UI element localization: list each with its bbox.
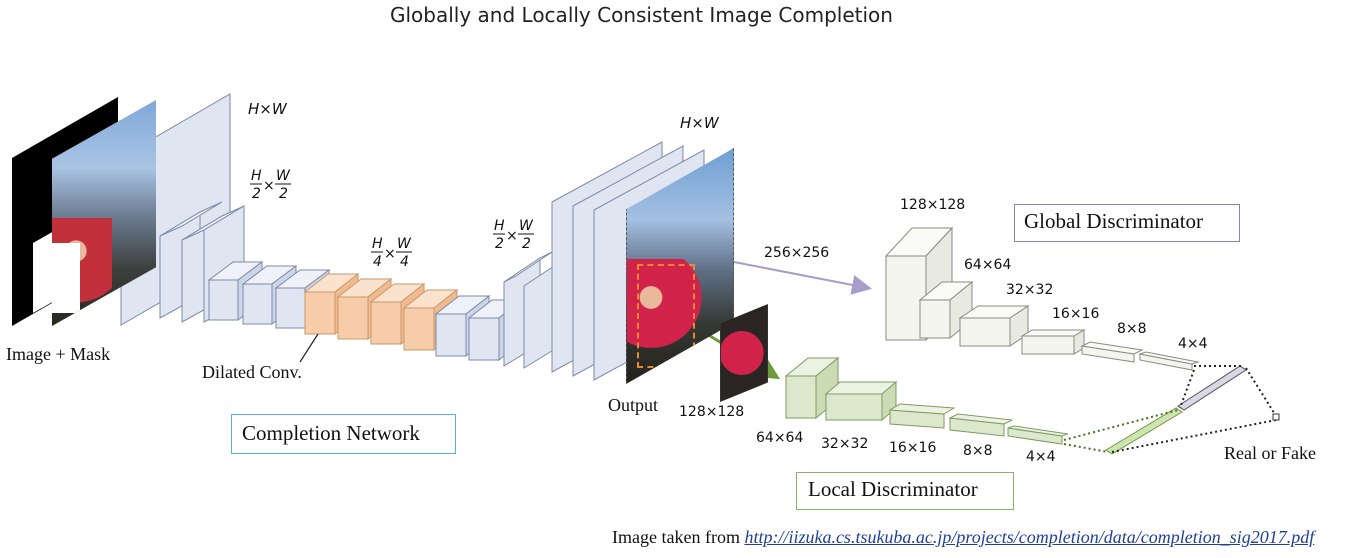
local-fc-bar	[1105, 407, 1183, 455]
global-layer-size-4: 16×16	[1052, 306, 1099, 322]
svg-text:W: W	[397, 236, 412, 252]
global-discriminator-layers	[884, 226, 1200, 371]
local-layer-size-4: 8×8	[963, 443, 993, 459]
local-crop-photo	[720, 304, 768, 402]
credit-link[interactable]: http://iizuka.cs.tsukuba.ac.jp/projects/…	[744, 527, 1315, 547]
local-layer-size-5: 4×4	[1026, 449, 1056, 465]
dilated-conv-blocks	[303, 272, 459, 352]
svg-text:4: 4	[400, 254, 409, 270]
decoder-half-blocks	[503, 251, 561, 369]
global-discriminator-box	[1014, 204, 1240, 242]
local-input-size: 128×128	[679, 404, 744, 420]
global-layer-size-5: 8×8	[1117, 321, 1147, 337]
svg-text:H: H	[494, 218, 505, 234]
size-quarter: H 4 × W 4	[371, 236, 412, 270]
global-arrow	[733, 261, 872, 295]
svg-text:2: 2	[495, 236, 504, 252]
output-label: Output	[608, 395, 659, 415]
svg-text:×: ×	[506, 228, 518, 244]
size-half-decoder: H 2 × W 2	[493, 218, 534, 252]
completion-network-label: Completion Network	[242, 421, 420, 445]
svg-text:2: 2	[252, 186, 261, 202]
dilated-conv-label: Dilated Conv.	[202, 362, 302, 382]
real-or-fake-label: Real or Fake	[1224, 443, 1316, 463]
size-full-input: H×W	[248, 100, 288, 118]
local-discriminator-label: Local Discriminator	[808, 477, 978, 501]
svg-text:×: ×	[263, 178, 275, 194]
svg-text:4: 4	[373, 254, 382, 270]
svg-text:H: H	[372, 236, 383, 252]
svg-text:2: 2	[522, 236, 531, 252]
svg-text:×: ×	[384, 246, 396, 262]
image-credit: Image taken from http://iizuka.cs.tsukub…	[612, 527, 1314, 548]
diagram-title: Globally and Locally Consistent Image Co…	[390, 3, 893, 27]
global-layer-size-6: 4×4	[1178, 336, 1208, 352]
output-node	[1272, 413, 1280, 421]
size-half-input: H 2 × W 2	[250, 168, 291, 202]
local-discriminator-layers	[784, 356, 1069, 445]
input-label: Image + Mask	[6, 344, 111, 364]
svg-text:H: H	[251, 168, 262, 184]
completion-network-box	[231, 414, 456, 454]
global-fc-bar	[1177, 365, 1247, 411]
local-discriminator-box	[796, 472, 1014, 510]
global-input-size: 256×256	[764, 245, 829, 261]
size-full-output: H×W	[680, 114, 720, 132]
local-layer-size-1: 64×64	[756, 430, 803, 446]
global-layer-size-2: 64×64	[964, 257, 1011, 273]
dotted-connectors	[1063, 365, 1277, 453]
local-layer-size-3: 16×16	[889, 440, 936, 456]
dilated-pointer	[299, 333, 319, 363]
local-layer-size-2: 32×32	[821, 436, 868, 452]
global-discriminator-label: Global Discriminator	[1024, 209, 1204, 233]
credit-prefix: Image taken from	[612, 527, 740, 547]
svg-text:2: 2	[279, 186, 288, 202]
encoder-layer-2	[159, 201, 245, 323]
svg-text:W: W	[519, 218, 534, 234]
global-layer-size-1: 128×128	[900, 197, 965, 213]
svg-text:W: W	[276, 168, 291, 184]
global-layer-size-3: 32×32	[1006, 282, 1053, 298]
